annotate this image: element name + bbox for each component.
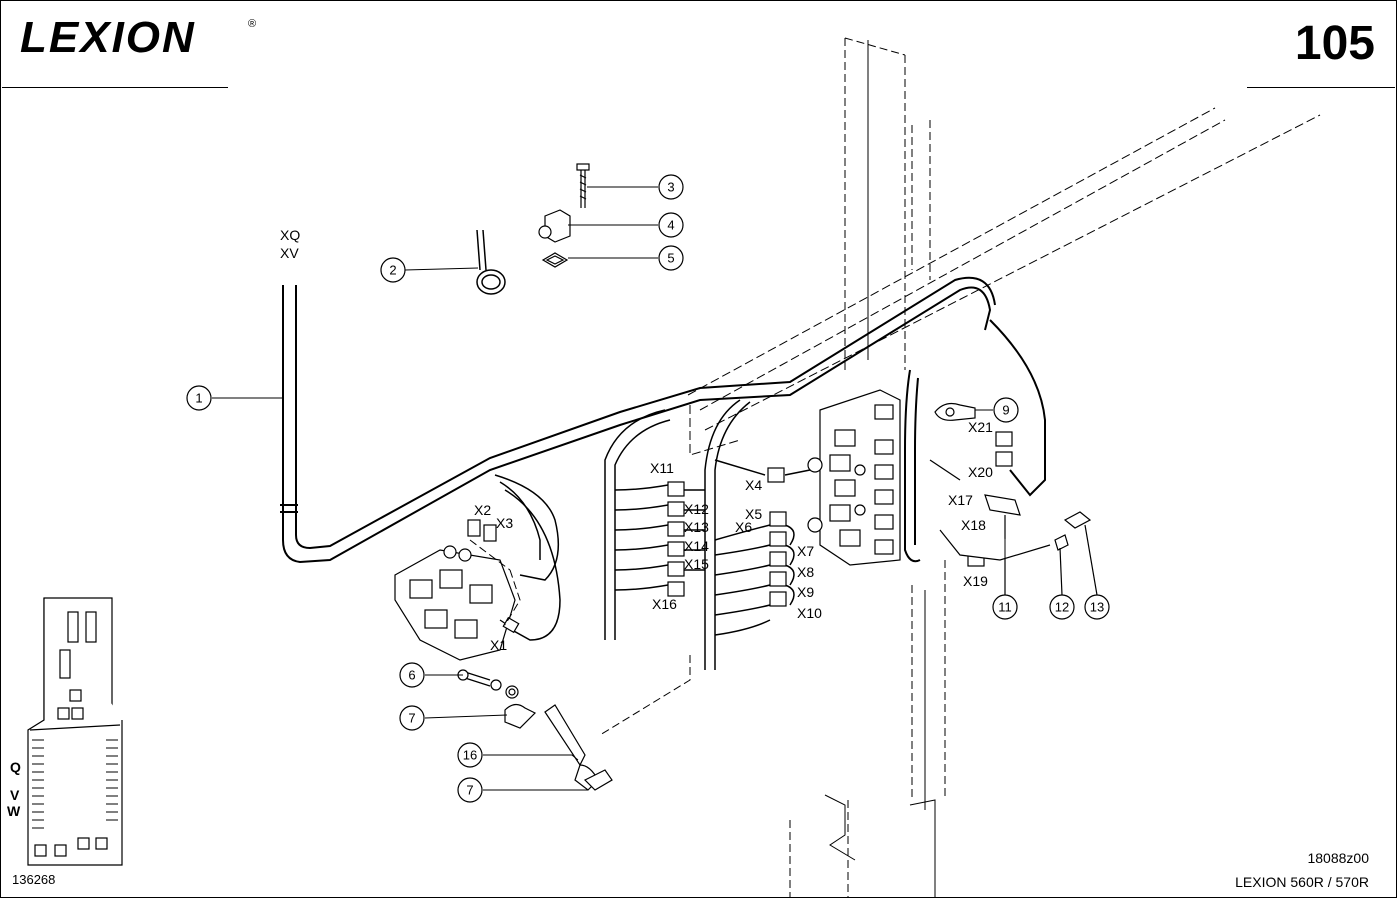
page-number: 105 [1294,17,1375,70]
callout-7-lower: 7 [457,777,483,803]
brand-logo: LEXION [20,13,196,62]
left-branch [494,474,561,641]
connector-x12: X12 [684,501,709,517]
location-letter-w: W [7,803,21,819]
header-rule-right [1247,87,1395,88]
callout-12: 12 [1049,594,1075,620]
callout-9-label: 9 [1002,403,1009,418]
callout-12-label: 12 [1055,600,1069,615]
connector-x4: X4 [745,477,762,493]
main-harness [280,276,1046,564]
callout-7-upper-label: 7 [408,711,415,726]
reference-code: 136268 [12,872,56,887]
callout-4: 4 [658,212,684,238]
locator-thumbnail [27,597,123,866]
callout-6: 6 [399,662,425,688]
connector-x15: X15 [684,556,709,572]
connector-x10: X10 [797,605,822,621]
connector-x17: X17 [948,492,973,508]
connector-x14: X14 [684,538,709,554]
callout-1-label: 1 [195,391,202,406]
loom-bundle-left [604,399,751,670]
connector-x18: X18 [961,517,986,533]
callout-13-label: 13 [1090,600,1104,615]
connector-x20: X20 [968,464,993,480]
connector-x16: X16 [652,596,677,612]
callout-16: 16 [457,742,483,768]
small-parts-12-13 [1054,511,1098,596]
connector-x11: X11 [650,460,674,476]
parts-6-7-16 [457,669,613,791]
callout-3: 3 [658,174,684,200]
location-letter-v: V [10,787,20,803]
connector-x6: X6 [735,519,752,535]
harness-label-xv: XV [280,245,299,261]
locator-hatching [32,739,118,829]
callout-5: 5 [658,245,684,271]
connector-x8: X8 [797,564,814,580]
connector-x3: X3 [496,515,513,531]
callout-13: 13 [1084,594,1110,620]
connector-x21: X21 [968,419,993,435]
clip-part-9 [934,402,976,421]
cross-beams [687,107,1321,456]
callout-6-label: 6 [408,668,415,683]
loom-bundle-right [714,459,811,636]
harness-label-xq: XQ [280,227,300,243]
callout-7-upper: 7 [399,705,425,731]
callout-5-label: 5 [667,251,674,266]
cable-tie-2 [476,229,506,295]
callout-3-label: 3 [667,180,674,195]
callout-4-label: 4 [667,218,674,233]
hydraulic-valve-left [394,519,520,661]
location-letter-q: Q [10,759,21,775]
callout-2: 2 [380,257,406,283]
callout-9: 9 [993,397,1019,423]
dashed-leaders [469,539,691,736]
callout-11: 11 [992,594,1018,620]
model-label: LEXION 560R / 570R [1235,874,1369,890]
connector-x1: X1 [490,637,507,653]
callout-16-label: 16 [463,748,477,763]
header-rule-left [2,87,228,88]
callout-1: 1 [186,385,212,411]
callout-leaders [212,186,1006,791]
connector-x5: X5 [745,506,762,522]
callout-7-lower-label: 7 [466,783,473,798]
parts-3-4-5 [538,163,590,268]
connector-x13: X13 [684,519,709,535]
connector-boxes [667,431,1013,607]
callout-11-label: 11 [998,600,1012,615]
callout-2-label: 2 [389,263,396,278]
registered-mark: ® [248,18,257,30]
connector-x2: X2 [474,502,491,518]
connector-x19: X19 [963,573,988,589]
connector-x7: X7 [797,543,814,559]
frame-post [789,37,946,898]
sensor-part-11 [929,459,1051,595]
drawing-code: 18088z00 [1307,850,1369,866]
valve-block [807,389,901,566]
connector-x9: X9 [797,584,814,600]
